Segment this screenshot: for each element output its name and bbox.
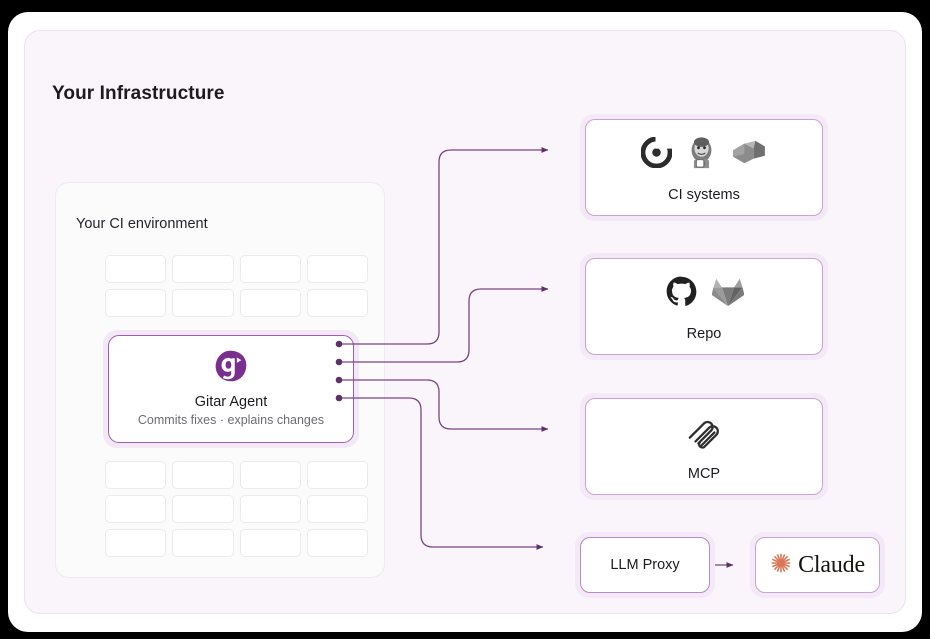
- wire-dot: [335, 340, 343, 348]
- claude-wordmark: Claude: [798, 551, 865, 578]
- ci-worker-cell: [306, 289, 368, 317]
- mcp-icons: [685, 411, 723, 457]
- ci-worker-cell: [105, 529, 167, 557]
- ci-worker-cell: [239, 255, 301, 283]
- ci-worker-cell: [172, 495, 234, 523]
- mcp-card[interactable]: MCP: [585, 398, 823, 495]
- ci-systems-icons: [640, 132, 767, 178]
- ci-worker-cell: [172, 289, 234, 317]
- ci-workers-grid-top: [105, 255, 368, 317]
- wire-dot: [335, 376, 343, 384]
- wire-origin-dots: [335, 340, 343, 402]
- ci-worker-cell: [105, 289, 167, 317]
- diagram-panel: Your Infrastructure Your CI environment: [24, 30, 906, 614]
- jenkins-icon: [686, 136, 717, 175]
- ci-worker-cell: [172, 461, 234, 489]
- claude-starburst-icon: [770, 552, 792, 579]
- ci-worker-cell: [306, 461, 368, 489]
- page-title: Your Infrastructure: [52, 83, 225, 104]
- mcp-label: MCP: [687, 466, 721, 482]
- llm-proxy-node[interactable]: LLM Proxy: [575, 532, 715, 598]
- ci-worker-cell: [172, 529, 234, 557]
- gitar-logo-icon: [109, 348, 353, 389]
- ci-worker-cell: [105, 255, 167, 283]
- llm-proxy-card[interactable]: LLM Proxy: [580, 537, 710, 593]
- ci-worker-cell: [172, 255, 234, 283]
- gitlab-icon: [711, 277, 744, 312]
- ci-worker-cell: [239, 495, 301, 523]
- repo-icons: [665, 271, 744, 317]
- repo-card[interactable]: Repo: [585, 258, 823, 355]
- ci-worker-cell: [105, 461, 167, 489]
- ci-worker-cell: [239, 289, 301, 317]
- ci-environment-title: Your CI environment: [76, 216, 208, 232]
- claude-card[interactable]: Claude: [755, 537, 880, 593]
- ci-worker-cell: [306, 529, 368, 557]
- llm-proxy-label: LLM Proxy: [610, 557, 680, 573]
- ci-worker-cell: [306, 255, 368, 283]
- app-window: Your Infrastructure Your CI environment: [8, 12, 922, 632]
- mcp-icon: [685, 413, 723, 456]
- wire-dot: [335, 358, 343, 366]
- connector-wires: [335, 147, 734, 568]
- wire-agent-to-ci-systems: [339, 147, 549, 345]
- github-icon: [665, 275, 698, 313]
- wire-agent-to-repo: [339, 286, 549, 363]
- ci-systems-node[interactable]: CI systems: [580, 114, 828, 221]
- mcp-node[interactable]: MCP: [580, 393, 828, 500]
- ci-worker-cell: [239, 529, 301, 557]
- ci-systems-label: CI systems: [668, 187, 740, 203]
- ci-worker-cell: [306, 495, 368, 523]
- wire-agent-to-mcp: [339, 379, 549, 432]
- buildkite-icon: [731, 139, 767, 172]
- ci-worker-cell: [105, 495, 167, 523]
- wire-dot: [335, 394, 343, 402]
- ci-worker-cell: [239, 461, 301, 489]
- repo-node[interactable]: Repo: [580, 253, 828, 360]
- gitar-agent-node[interactable]: Gitar Agent Commits fixes · explains cha…: [103, 330, 359, 448]
- wire-agent-to-llm-proxy: [339, 397, 544, 550]
- claude-logo: Claude: [770, 552, 865, 579]
- gitar-agent-name: Gitar Agent: [194, 394, 268, 410]
- gitar-agent-subtitle: Commits fixes · explains changes: [137, 413, 325, 427]
- gitar-agent-card[interactable]: Gitar Agent Commits fixes · explains cha…: [108, 335, 354, 443]
- repo-label: Repo: [686, 326, 722, 342]
- circleci-icon: [640, 136, 673, 173]
- ci-workers-grid-bottom: [105, 461, 368, 557]
- ci-systems-card[interactable]: CI systems: [585, 119, 823, 216]
- claude-node[interactable]: Claude: [750, 532, 885, 598]
